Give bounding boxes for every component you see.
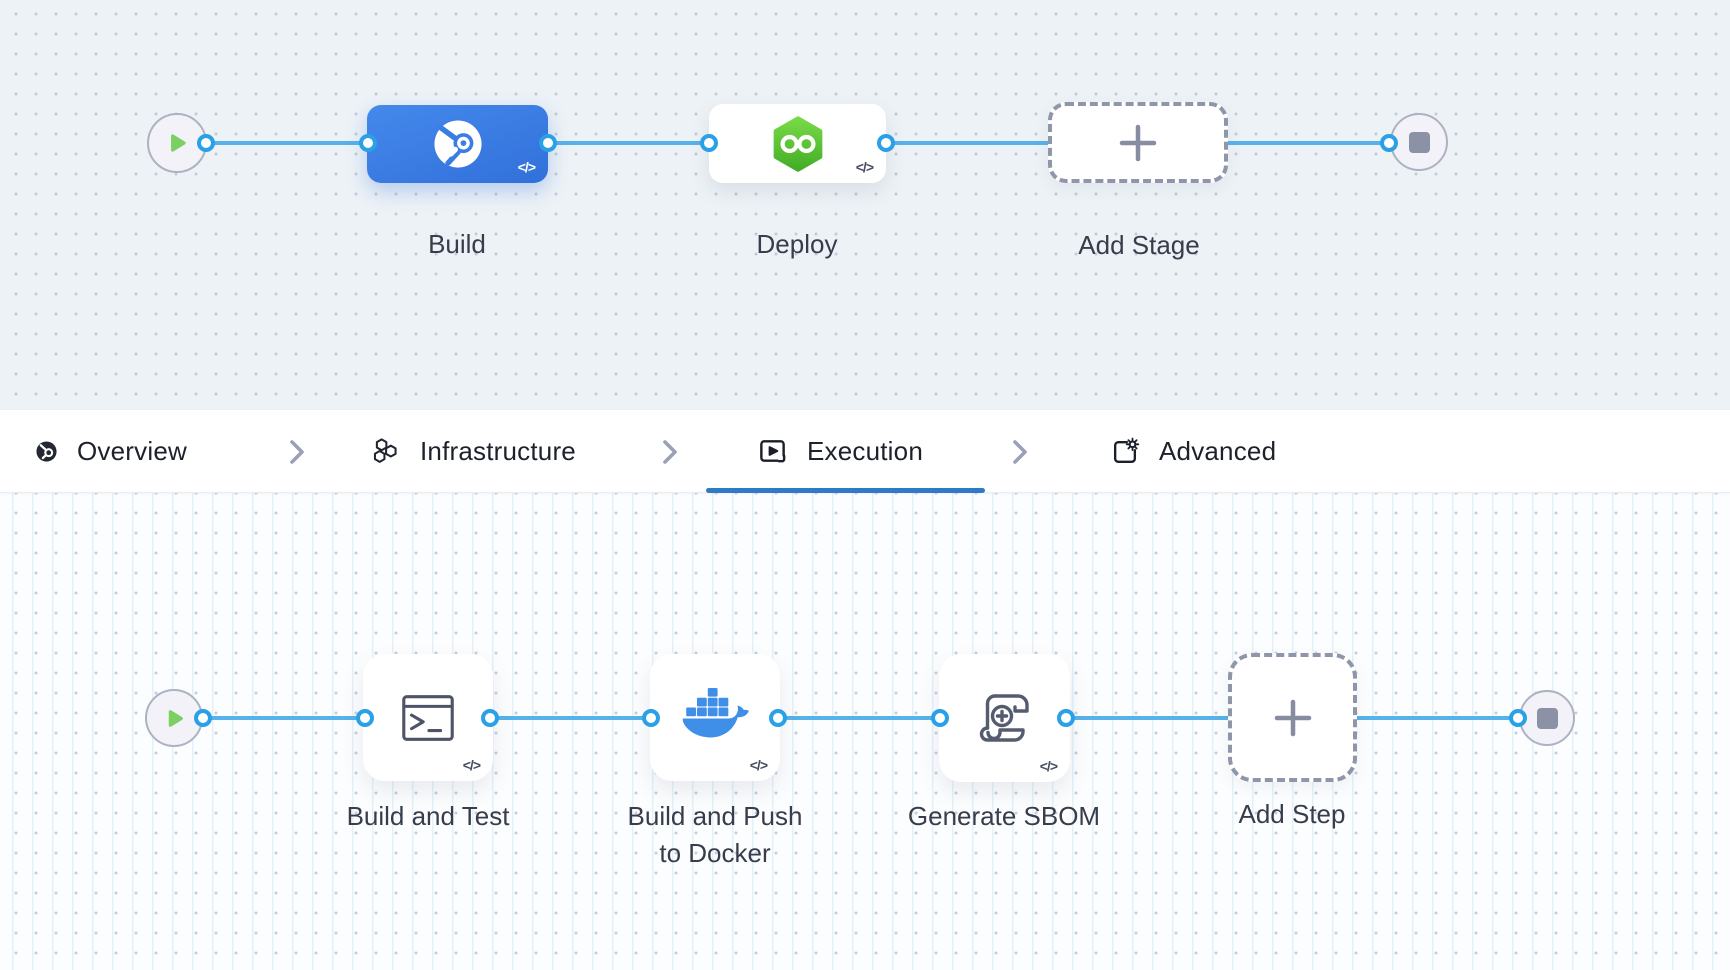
link-dot[interactable] bbox=[1057, 709, 1075, 727]
add-step-button[interactable] bbox=[1228, 653, 1357, 782]
link-dot[interactable] bbox=[877, 134, 895, 152]
execution-icon bbox=[757, 436, 788, 467]
tab-label: Overview bbox=[77, 436, 187, 466]
harness-ci-icon bbox=[429, 115, 487, 173]
execution-graph-canvas: </> </> bbox=[0, 493, 1730, 970]
execution-start-node[interactable] bbox=[145, 689, 203, 747]
chevron-right-icon bbox=[1010, 437, 1030, 467]
tab-label: Infrastructure bbox=[420, 436, 576, 466]
link-dot[interactable] bbox=[642, 709, 660, 727]
tab-advanced[interactable]: Advanced bbox=[1110, 410, 1276, 493]
infrastructure-icon bbox=[370, 436, 401, 467]
code-view-badge[interactable]: </> bbox=[517, 159, 536, 175]
connector-line bbox=[206, 141, 368, 145]
stop-icon bbox=[1408, 131, 1430, 153]
active-tab-underline bbox=[706, 488, 985, 493]
connector-line bbox=[778, 716, 940, 720]
code-view-badge[interactable]: </> bbox=[462, 757, 481, 773]
advanced-icon bbox=[1110, 437, 1140, 467]
step-node-generate-sbom[interactable]: </> bbox=[939, 654, 1070, 782]
pipeline-end-node[interactable] bbox=[1390, 113, 1448, 171]
link-dot[interactable] bbox=[769, 709, 787, 727]
stage-label-add-stage: Add Stage bbox=[1078, 230, 1200, 260]
docker-icon bbox=[677, 687, 753, 748]
step-node-build-and-push-docker[interactable]: </> bbox=[650, 654, 780, 781]
code-view-badge[interactable]: </> bbox=[749, 757, 768, 773]
link-dot[interactable] bbox=[1380, 134, 1398, 152]
stage-config-tab-bar: Overview Infrastructure Execution bbox=[0, 410, 1730, 493]
tab-infrastructure[interactable]: Infrastructure bbox=[370, 410, 576, 493]
stage-label-build: Build bbox=[428, 229, 486, 259]
tab-overview[interactable]: Overview bbox=[35, 410, 187, 493]
link-dot[interactable] bbox=[197, 134, 215, 152]
code-view-badge[interactable]: </> bbox=[1039, 758, 1058, 774]
link-dot[interactable] bbox=[359, 134, 377, 152]
link-dot[interactable] bbox=[1509, 709, 1527, 727]
link-dot[interactable] bbox=[356, 709, 374, 727]
step-label-build-and-test: Build and Test bbox=[346, 801, 510, 831]
terminal-icon bbox=[397, 687, 459, 749]
tab-label: Advanced bbox=[1159, 436, 1277, 466]
chevron-right-icon bbox=[287, 437, 307, 467]
step-node-build-and-test[interactable]: </> bbox=[363, 654, 493, 781]
step-label-build-and-push-docker: Build and Push to Docker bbox=[627, 801, 803, 868]
link-dot[interactable] bbox=[481, 709, 499, 727]
sbom-scroll-icon bbox=[973, 686, 1037, 750]
add-stage-button[interactable] bbox=[1048, 102, 1228, 183]
overview-icon bbox=[35, 440, 58, 463]
link-dot[interactable] bbox=[539, 134, 557, 152]
link-dot[interactable] bbox=[194, 709, 212, 727]
plus-icon bbox=[1118, 123, 1158, 163]
connector-line bbox=[203, 716, 365, 720]
step-label-generate-sbom: Generate SBOM bbox=[907, 801, 1101, 831]
tab-execution[interactable]: Execution bbox=[757, 410, 923, 493]
stage-graph-canvas: </> </> bbox=[0, 0, 1730, 410]
execution-end-node[interactable] bbox=[1519, 690, 1575, 746]
connector-line bbox=[548, 141, 709, 145]
connector-line bbox=[490, 716, 651, 720]
harness-cd-icon bbox=[770, 115, 826, 172]
link-dot[interactable] bbox=[700, 134, 718, 152]
code-view-badge[interactable]: </> bbox=[855, 159, 874, 175]
plus-icon bbox=[1273, 698, 1313, 738]
step-label-add-step: Add Step bbox=[1238, 799, 1346, 829]
play-icon bbox=[162, 706, 187, 731]
pipeline-start-node[interactable] bbox=[147, 113, 207, 173]
stage-node-deploy[interactable]: </> bbox=[709, 104, 886, 183]
tab-label: Execution bbox=[807, 436, 923, 466]
stage-label-deploy: Deploy bbox=[756, 229, 838, 259]
stop-icon bbox=[1536, 707, 1558, 729]
stage-node-build[interactable]: </> bbox=[367, 105, 548, 183]
link-dot[interactable] bbox=[931, 709, 949, 727]
play-icon bbox=[164, 130, 190, 156]
chevron-right-icon bbox=[660, 437, 680, 467]
